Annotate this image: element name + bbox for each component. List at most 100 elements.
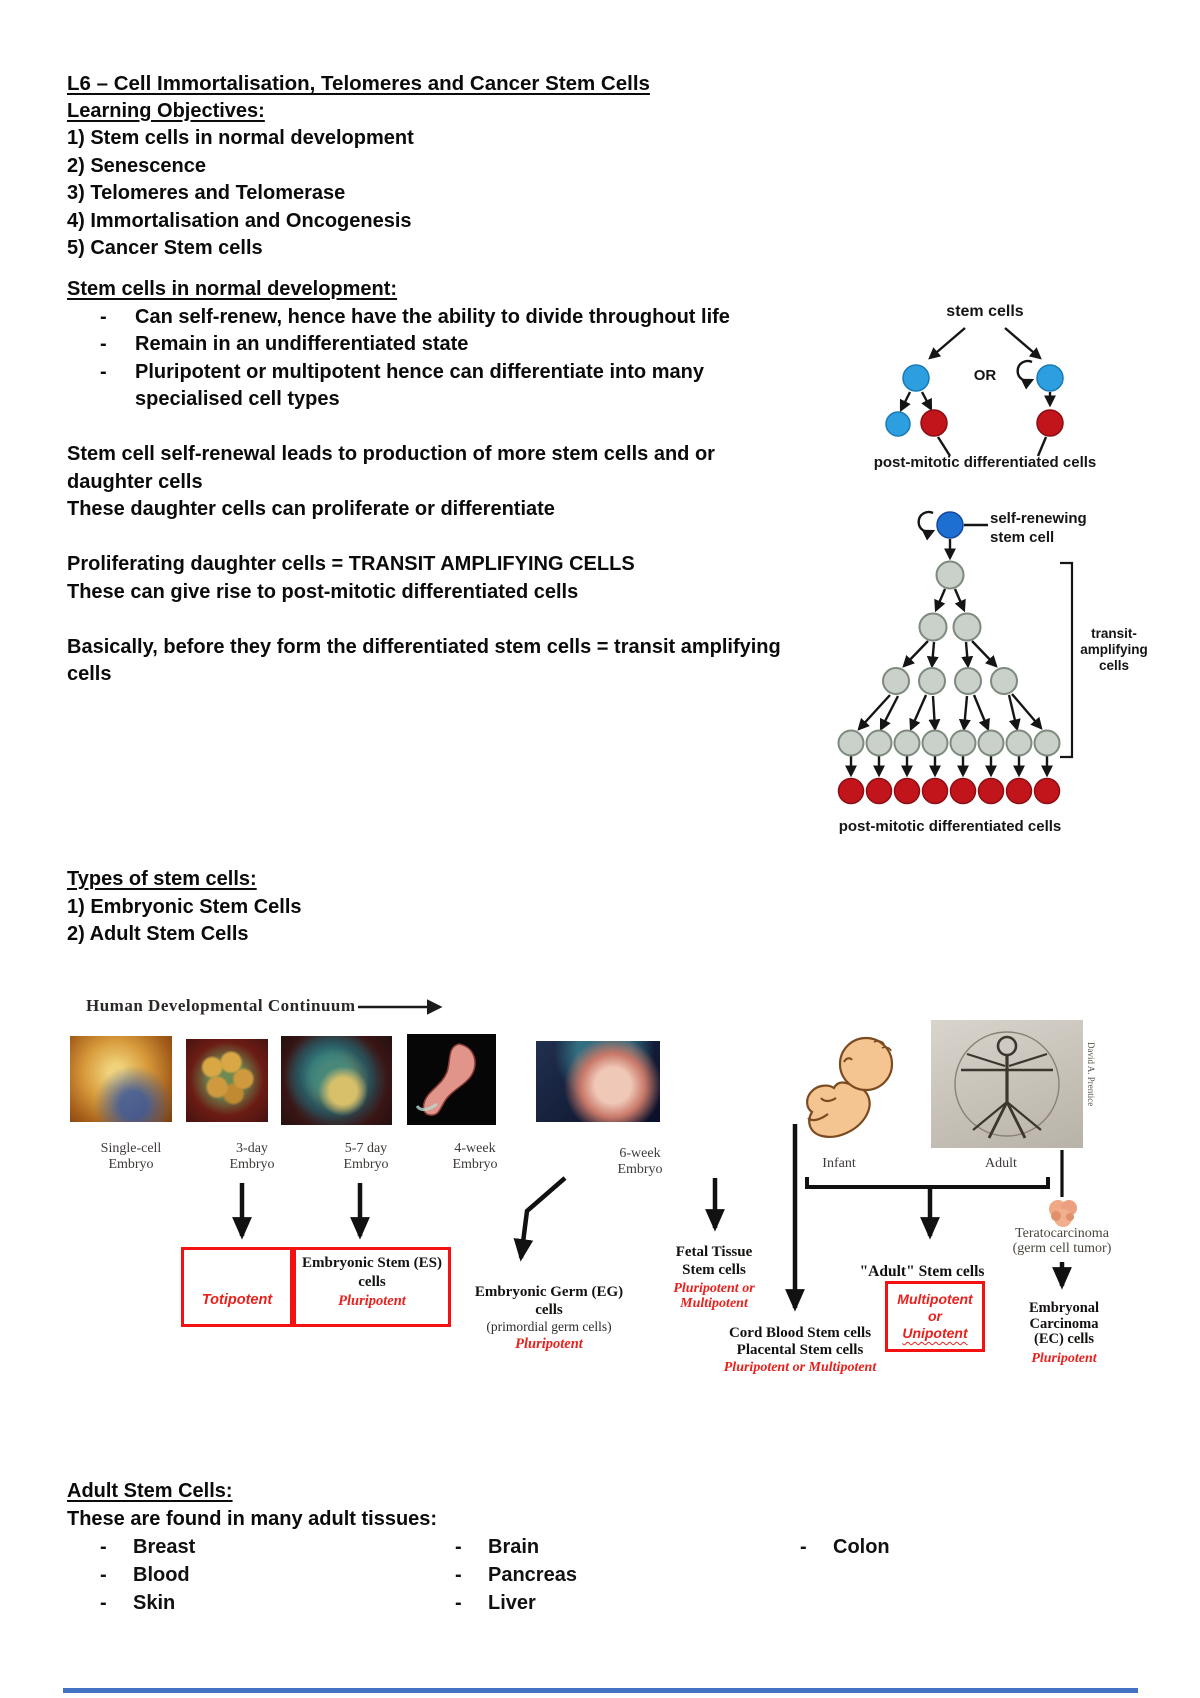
tissue-dash: - — [455, 1536, 462, 1558]
tissue-dash: - — [455, 1592, 462, 1614]
type-item: 1) Embryonic Stem Cells — [67, 895, 302, 918]
header-block: L6 – Cell Immortalisation, Telomeres and… — [67, 70, 807, 263]
adult-drawing — [931, 1020, 1083, 1148]
totipotent-box: Totipotent — [181, 1247, 293, 1327]
teratocarcinoma-blob-icon — [1049, 1200, 1077, 1227]
transit-amplifying-diagram — [837, 510, 1074, 805]
tissue-column-1: -Breast -Blood -Skin — [100, 1536, 195, 1620]
cord-blood-block: Cord Blood Stem cells Placental Stem cel… — [714, 1325, 886, 1375]
teratocarcinoma-name: Teratocarcinoma — [1015, 1226, 1109, 1241]
tissue-item: Liver — [488, 1592, 536, 1614]
bullet-dash: - — [100, 360, 107, 383]
embryo-photo-5-7-day — [281, 1036, 392, 1125]
fig2-self-renewing-label: self-renewing stem cell — [990, 510, 1087, 546]
bullet-item: - Remain in an undifferentiated state — [67, 331, 807, 359]
tissue-item: Brain — [488, 1536, 540, 1558]
adult-potency-or: or — [928, 1308, 942, 1324]
continuum-arrow-icon — [358, 999, 443, 1015]
fig1-or-label: OR — [973, 367, 997, 384]
tissue-item: Breast — [133, 1536, 196, 1558]
stage-label-4-week: 4-week Embryo — [452, 1141, 498, 1172]
cord-blood-line1: Cord Blood Stem cells — [728, 1325, 872, 1341]
self-renewing-stem-cell-node — [936, 511, 964, 539]
paragraph: Basically, before they form the differen… — [67, 634, 807, 689]
embryo-photo-single-cell — [70, 1036, 172, 1122]
eg-cells-potency: Pluripotent — [515, 1336, 583, 1352]
embryo-photo-6-week — [536, 1041, 660, 1122]
stage-label-infant: Infant — [822, 1156, 856, 1171]
stage-label-single-cell: Single-cell Embryo — [100, 1141, 162, 1172]
paragraph-line: Stem cell self-renewal leads to producti… — [67, 443, 715, 465]
ec-cells-block: Embryonal Carcinoma (EC) cells Pluripote… — [1018, 1300, 1110, 1366]
bullet-text: Remain in an undifferentiated state — [135, 333, 469, 355]
paragraph-line: These can give rise to post-mitotic diff… — [67, 580, 579, 603]
es-cells-box: Embryonic Stem (ES) cells Pluripotent — [293, 1247, 451, 1327]
teratocarcinoma-note: (germ cell tumor) — [1012, 1240, 1112, 1256]
type-item: 2) Adult Stem Cells — [67, 923, 249, 945]
page-title: L6 – Cell Immortalisation, Telomeres and… — [67, 72, 650, 95]
types-section: Types of stem cells: 1) Embryonic Stem C… — [67, 866, 667, 949]
paragraph-line: cells — [67, 663, 112, 685]
objective-item: 2) Senescence — [67, 154, 206, 177]
bullet-text: Can self-renew, hence have the ability t… — [135, 305, 730, 328]
fig1-stem-cells-label: stem cells — [946, 303, 1024, 320]
tissue-dash: - — [455, 1564, 462, 1586]
fig2-postmitotic-label: post-mitotic differentiated cells — [838, 818, 1062, 835]
cord-blood-line2: Placental Stem cells — [736, 1342, 864, 1358]
stem-section-heading: Stem cells in normal development: — [67, 278, 398, 300]
embryo-photo-3-day — [186, 1039, 268, 1122]
ec-cells-name: Embryonal Carcinoma (EC) cells — [1028, 1300, 1100, 1347]
cord-blood-potency: Pluripotent or Multipotent — [723, 1360, 877, 1375]
bullet-item: - Pluripotent or multipotent hence can d… — [67, 359, 807, 387]
fetal-tissue-block: Fetal Tissue Stem cells Pluripotent or M… — [664, 1244, 764, 1311]
stage-label-5-7-day: 5-7 day Embryo — [343, 1141, 389, 1172]
tissue-item: Skin — [133, 1592, 176, 1614]
continuum-connectors — [232, 1150, 1072, 1290]
stem-cell-node — [1036, 364, 1064, 392]
postmitotic-nodes — [837, 777, 1061, 805]
paragraph: Stem cell self-renewal leads to producti… — [67, 441, 807, 524]
stem-cell-division-diagram — [885, 327, 1064, 457]
tissue-item: Blood — [133, 1564, 190, 1586]
paragraph-line: Proliferating daughter cells = TRANSIT A… — [67, 553, 635, 575]
objective-item: 1) Stem cells in normal development — [67, 127, 414, 149]
paragraph-line: daughter cells — [67, 470, 203, 493]
bullet-text-continuation: specialised cell types — [135, 388, 340, 410]
stage-label-adult: Adult — [985, 1156, 1017, 1171]
transit-amplifying-nodes — [837, 560, 1061, 757]
es-cells-potency: Pluripotent — [338, 1293, 406, 1309]
infant-drawing — [788, 1028, 908, 1150]
tissue-dash: - — [100, 1592, 107, 1614]
teratocarcinoma-block: Teratocarcinoma (germ cell tumor) — [992, 1226, 1132, 1256]
ec-cells-potency: Pluripotent — [1031, 1350, 1097, 1366]
bullet-dash: - — [100, 333, 107, 355]
objective-item: 3) Telomeres and Telomerase — [67, 182, 346, 204]
tissue-dash: - — [100, 1536, 107, 1558]
stem-cells-section: Stem cells in normal development: - Can … — [67, 276, 807, 689]
fetal-tissue-name: Fetal Tissue Stem cells — [675, 1244, 753, 1278]
adult-potency-1: Multipotent — [897, 1291, 973, 1307]
footer-rule — [63, 1688, 1138, 1693]
infant-to-cord-arrow — [785, 1124, 805, 1312]
adult-intro: These are found in many adult tissues: — [67, 1507, 438, 1530]
fig1-postmitotic-label: post-mitotic differentiated cells — [873, 454, 1097, 471]
objective-item: 5) Cancer Stem cells — [67, 237, 263, 259]
paragraph: Proliferating daughter cells = TRANSIT A… — [67, 551, 807, 606]
objectives-heading: Learning Objectives: — [67, 99, 265, 122]
paragraph-line: These daughter cells can proliferate or … — [67, 498, 555, 520]
fetal-tissue-potency: Pluripotent or Multipotent — [673, 1281, 755, 1311]
objective-item: 4) Immortalisation and Oncogenesis — [67, 209, 412, 232]
bullet-item: - Can self-renew, hence have the ability… — [67, 304, 807, 332]
adult-section: Adult Stem Cells: These are found in man… — [67, 1478, 767, 1533]
types-heading: Types of stem cells: — [67, 868, 257, 890]
adult-heading: Adult Stem Cells: — [67, 1480, 233, 1502]
stem-cell-node — [902, 364, 930, 392]
adult-stem-cells-name: "Adult" Stem cells — [859, 1263, 985, 1280]
es-cells-name: Embryonic Stem (ES) cells — [302, 1255, 442, 1290]
stem-cell-node — [885, 411, 911, 437]
differentiated-cell-node — [1036, 409, 1064, 437]
tissue-item: Pancreas — [488, 1564, 577, 1586]
embryo-photo-4-week — [407, 1034, 496, 1125]
tissue-item: Colon — [833, 1536, 890, 1558]
